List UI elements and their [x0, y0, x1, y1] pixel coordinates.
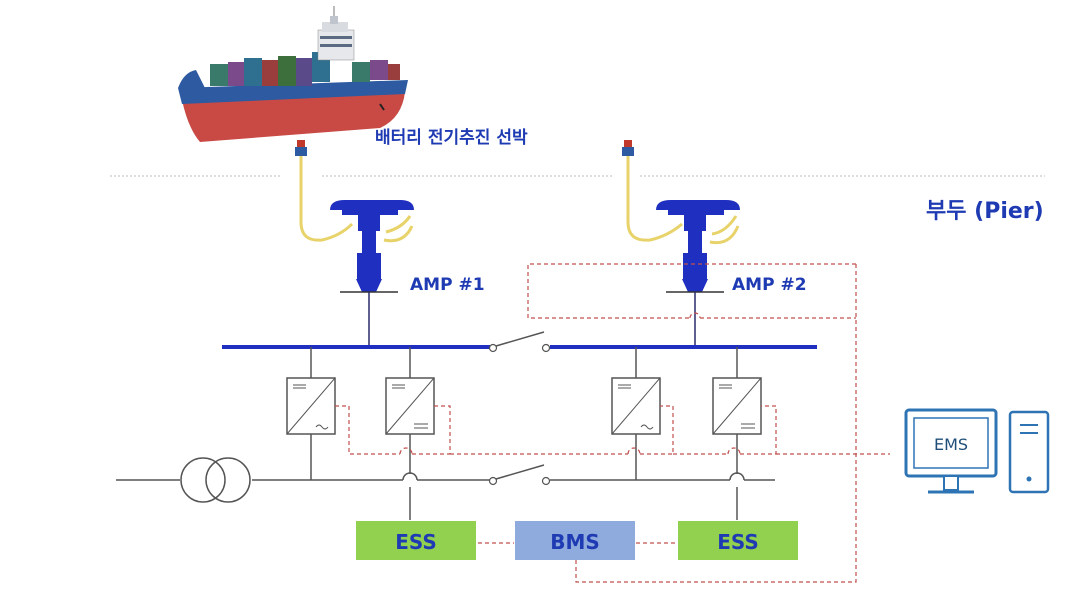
amp-2-unit-icon	[656, 200, 740, 293]
ess-left-box	[356, 521, 476, 560]
bms-label: BMS	[550, 530, 600, 554]
ess-left-label: ESS	[395, 530, 437, 554]
converter-2-icon	[385, 347, 435, 520]
ess-right-label: ESS	[717, 530, 759, 554]
shore-cable-right	[622, 140, 740, 245]
shore-cable-left	[295, 140, 414, 243]
container-ship-icon	[178, 6, 408, 142]
ems-label: EMS	[934, 435, 968, 454]
control-signal-lines	[335, 263, 890, 583]
ems-computer-icon	[904, 408, 1050, 494]
pier-label: 부두 (Pier)	[926, 199, 1044, 224]
ship-label: 배터리 전기추진 선박	[375, 128, 528, 148]
bms-box	[515, 521, 635, 560]
bus-tie-switch-icon	[488, 331, 551, 353]
transformer-icon	[180, 457, 251, 503]
amp-2-label: AMP #2	[732, 275, 807, 295]
converter-1-icon	[286, 347, 336, 480]
ess-right-box	[678, 521, 798, 560]
grid-switch-icon	[488, 464, 551, 486]
converter-4-icon	[712, 347, 762, 520]
amp-1-unit-icon	[330, 200, 414, 293]
converter-3-icon	[611, 347, 661, 480]
amp-1-label: AMP #1	[410, 275, 485, 295]
